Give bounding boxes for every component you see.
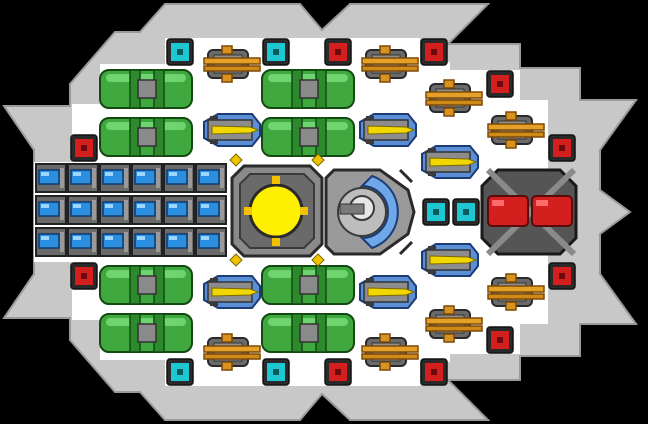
battery-cell	[131, 163, 163, 193]
armor-block	[261, 265, 355, 305]
battery-cell	[163, 163, 195, 193]
battery-cell	[163, 227, 195, 257]
armor-block	[261, 117, 355, 157]
battery-cell	[131, 195, 163, 225]
cyan-block[interactable]	[262, 358, 290, 386]
red-block[interactable]	[70, 134, 98, 162]
cyan-block[interactable]	[422, 198, 450, 226]
battery-cell	[195, 163, 227, 193]
red-block[interactable]	[486, 70, 514, 98]
radar-dish[interactable]	[324, 168, 416, 256]
battery-cell	[35, 195, 67, 225]
armor-block	[261, 69, 355, 109]
red-block[interactable]	[420, 358, 448, 386]
battery-cell	[131, 227, 163, 257]
red-block[interactable]	[486, 326, 514, 354]
battery-cell	[67, 163, 99, 193]
missile-launcher[interactable]	[359, 275, 417, 309]
battery-cell	[163, 195, 195, 225]
reactor-core[interactable]	[229, 153, 325, 267]
missile-launcher[interactable]	[421, 145, 479, 179]
battery-cell	[67, 227, 99, 257]
engine-thruster[interactable]	[480, 167, 578, 257]
armor-block	[261, 313, 355, 353]
battery-cell	[67, 195, 99, 225]
cyan-block[interactable]	[166, 38, 194, 66]
cyan-block[interactable]	[262, 38, 290, 66]
armor-block	[99, 117, 193, 157]
missile-launcher[interactable]	[359, 113, 417, 147]
cyan-block[interactable]	[452, 198, 480, 226]
missile-launcher[interactable]	[203, 275, 261, 309]
red-block[interactable]	[420, 38, 448, 66]
battery-bank	[35, 163, 227, 257]
battery-cell	[99, 163, 131, 193]
battery-cell	[195, 227, 227, 257]
red-block[interactable]	[324, 38, 352, 66]
armor-block	[99, 265, 193, 305]
battery-cell	[35, 163, 67, 193]
armor-block	[99, 313, 193, 353]
missile-launcher[interactable]	[203, 113, 261, 147]
missile-launcher[interactable]	[421, 243, 479, 277]
red-block[interactable]	[548, 134, 576, 162]
battery-cell	[35, 227, 67, 257]
cyan-block[interactable]	[166, 358, 194, 386]
battery-cell	[99, 195, 131, 225]
red-block[interactable]	[324, 358, 352, 386]
armor-block	[99, 69, 193, 109]
battery-cell	[195, 195, 227, 225]
battery-cell	[99, 227, 131, 257]
red-block[interactable]	[548, 262, 576, 290]
red-block[interactable]	[70, 262, 98, 290]
